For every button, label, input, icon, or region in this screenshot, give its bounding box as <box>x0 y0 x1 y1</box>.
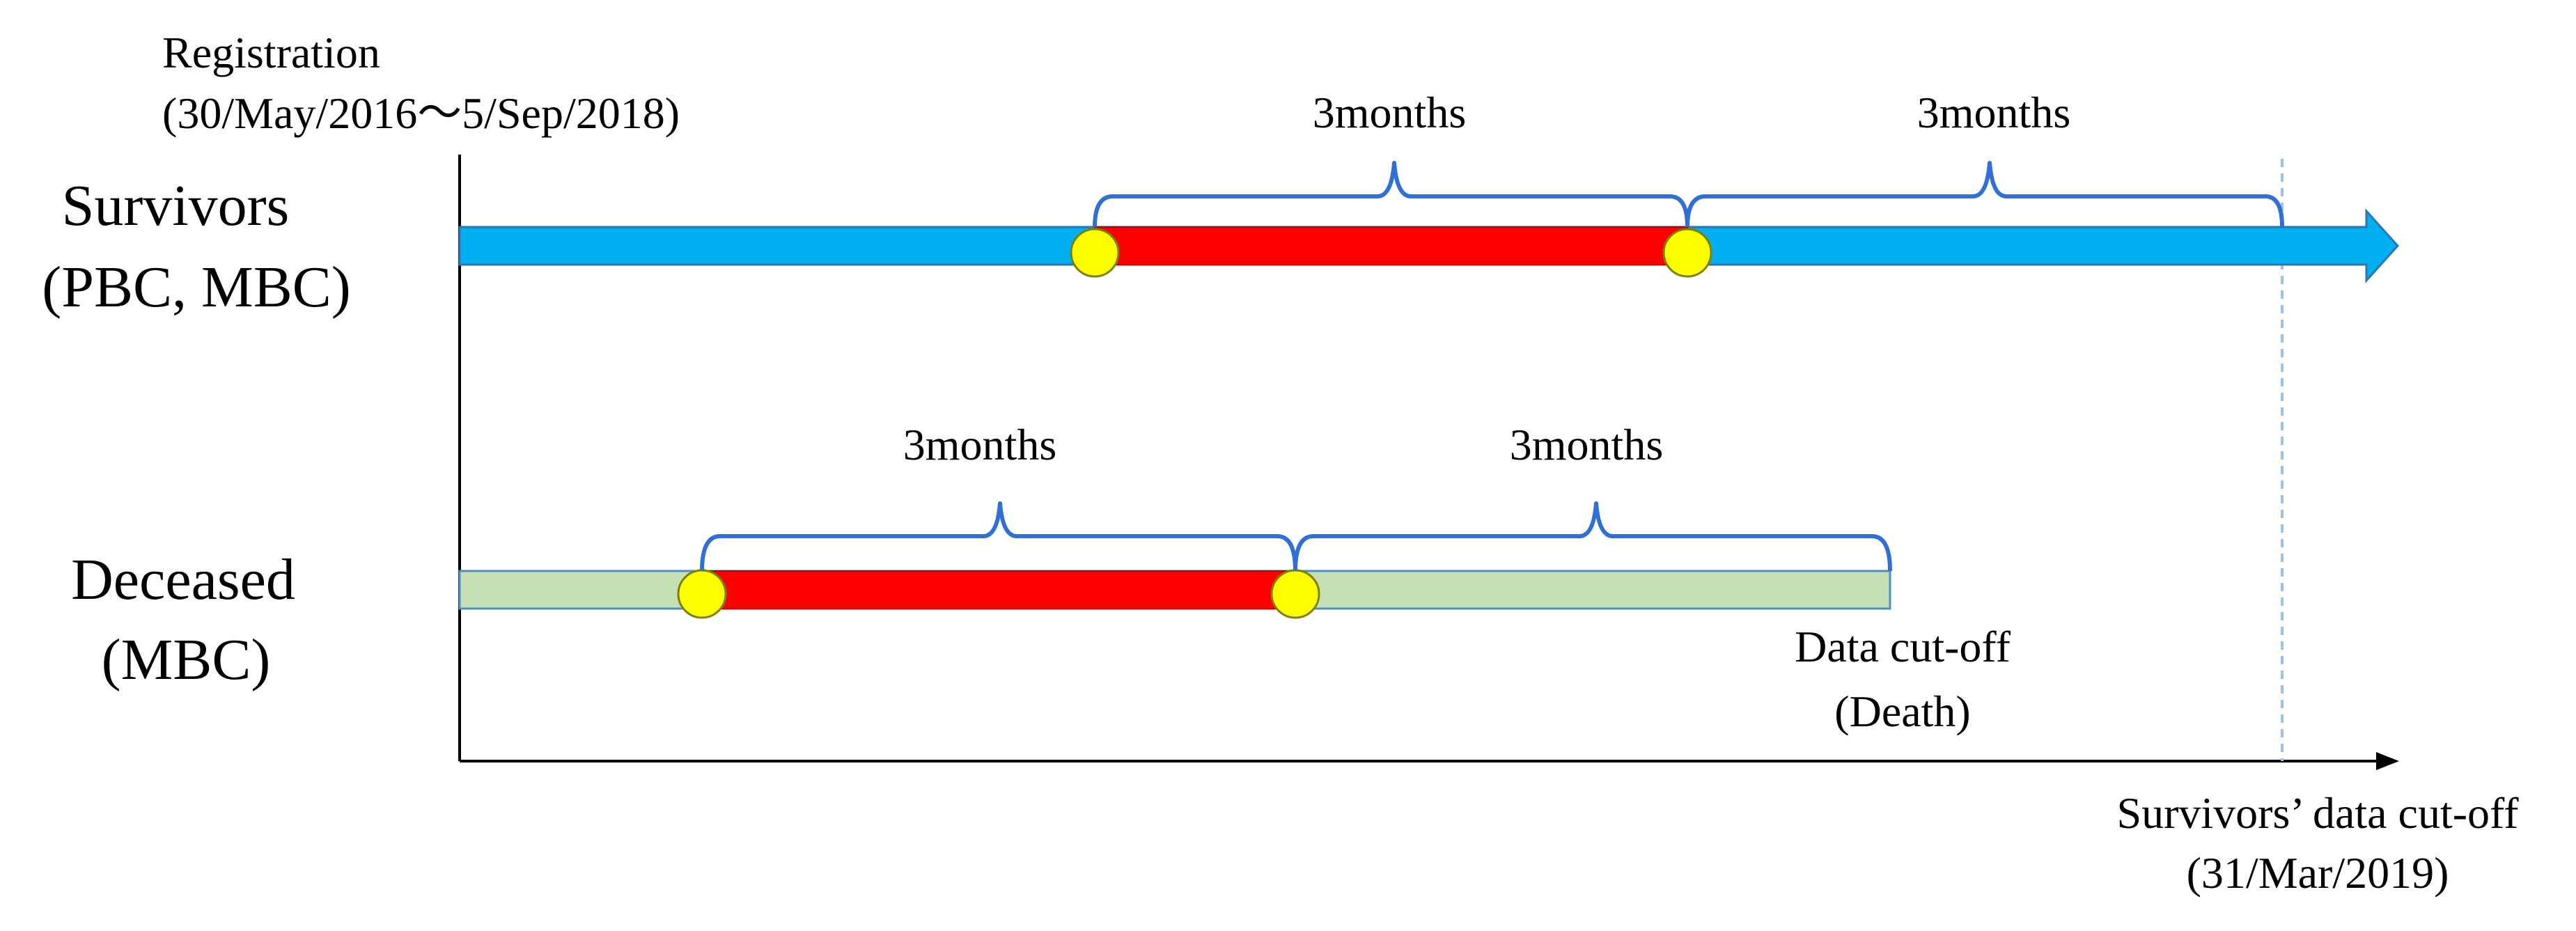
survivors-cutoff-label: Survivors’ data cut-off <box>2116 788 2519 838</box>
x-axis-arrowhead <box>2376 752 2399 770</box>
registration-label: Registration <box>162 28 380 77</box>
deceased-bracket-1 <box>700 501 1297 572</box>
survivors-bracket-1 <box>1093 161 1689 228</box>
deceased-window-segment <box>701 570 1296 609</box>
deceased-cutoff-label: Data cut-off <box>1795 622 2011 671</box>
deceased-start-marker <box>677 569 727 619</box>
deceased-group-label: Deceased <box>71 547 295 612</box>
survivors-group-label: Survivors <box>62 173 290 238</box>
deceased-bracket-2-label: 3months <box>1510 420 1663 469</box>
deceased-bracket-1-label: 3months <box>903 420 1056 469</box>
survivors-bracket-2-label: 3months <box>1917 88 2070 137</box>
survivors-bracket-2 <box>1685 161 2284 228</box>
survivors-group-sublabel: (PBC, MBC) <box>42 255 350 320</box>
deceased-end-marker <box>1270 569 1320 619</box>
survivors-bracket-1-label: 3months <box>1313 88 1466 137</box>
deceased-bracket-2 <box>1293 501 1892 572</box>
deceased-cutoff-sublabel: (Death) <box>1834 687 1970 736</box>
survivors-window-segment <box>1094 226 1688 265</box>
survivors-start-marker <box>1070 228 1120 278</box>
survivors-cutoff-date-label: (31/Mar/2019) <box>2187 848 2449 898</box>
registration-period-label: (30/May/2016～5/Sep/2018) <box>162 88 680 138</box>
deceased-group-sublabel: (MBC) <box>102 627 271 692</box>
survivors-end-marker <box>1662 228 1712 278</box>
